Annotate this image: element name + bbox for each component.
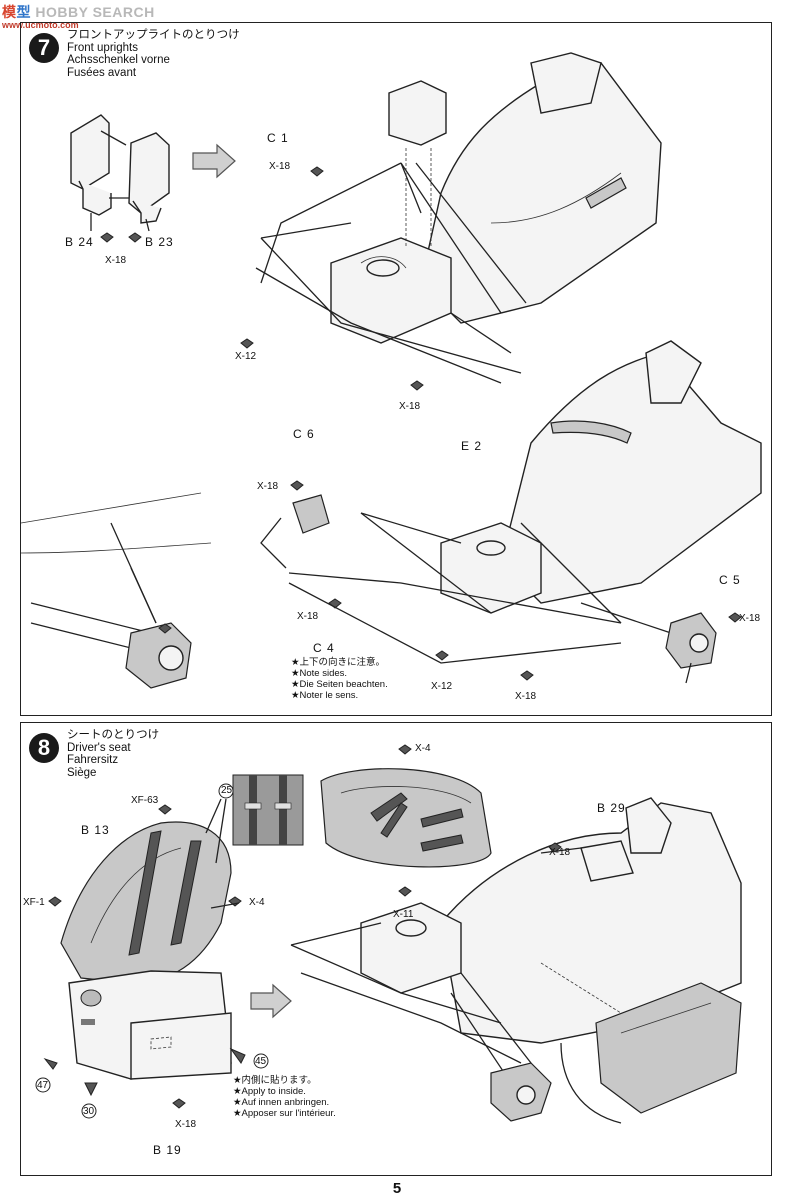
direction-arrow — [250, 983, 292, 1019]
step-8-title-de: Fahrersitz — [67, 754, 119, 766]
watermark-url: www.ucmoto.com — [2, 20, 79, 30]
paint-label-x18: X-18 — [549, 847, 571, 858]
part-label-c4: C 4 — [313, 641, 335, 655]
part-label-c6: C 6 — [293, 427, 315, 441]
paint-label-x11: X-11 — [393, 909, 414, 920]
part-label-x18: X-18 — [399, 401, 421, 412]
part-label-x18: X-18 — [739, 613, 761, 624]
chassis-step8 — [290, 797, 742, 1124]
part-label-x18: X-18 — [515, 691, 537, 702]
step-7-note: ★上下の向きに注意。 ★Note sides. ★Die Seiten beac… — [291, 657, 388, 701]
harness-decal-swatch — [232, 774, 304, 846]
decal-label-45: 45 — [255, 1056, 267, 1067]
step-7-title-en: Front uprights — [67, 41, 138, 54]
decal-marker — [35, 1077, 51, 1093]
step-8-title-fr: Siège — [67, 766, 97, 779]
step-8-number: 8 — [29, 733, 59, 763]
seat-top-view — [320, 744, 492, 897]
step-8-title-en: Driver's seat — [67, 741, 131, 754]
front-chassis-top — [255, 52, 662, 384]
paint-label-x4: X-4 — [415, 743, 431, 754]
paint-label-xf1: XF-1 — [23, 897, 45, 908]
part-label-e2: E 2 — [461, 439, 483, 453]
part-label-c5: C 5 — [719, 573, 741, 587]
part-label-x18: X-18 — [105, 255, 127, 266]
paint-label-xf63: XF-63 — [131, 795, 159, 806]
hex-bolt-icons-step7 — [240, 166, 742, 681]
part-label-c1: C 1 — [267, 131, 289, 145]
paint-label-x18: X-18 — [175, 1119, 197, 1130]
note-line-fr: ★Noter le sens. — [291, 690, 359, 701]
note-line-de: ★Die Seiten beachten. — [291, 679, 388, 690]
decal-marker — [218, 783, 234, 799]
direction-arrow — [192, 143, 236, 179]
step-8-panel: 8 シートのとりつけ Driver's seat Fahrersitz Sièg… — [20, 722, 772, 1176]
step-7-title-de: Achsschenkel vorne — [67, 54, 170, 66]
decal-label-25: 25 — [221, 785, 233, 796]
note-line-de: ★Auf innen anbringen. — [233, 1097, 330, 1108]
part-label-x12: X-12 — [235, 351, 257, 362]
note-line-en: ★Note sides. — [291, 668, 348, 679]
upright-parts-exploded — [70, 114, 170, 243]
decal-marker — [253, 1053, 269, 1069]
paint-label-x4: X-4 — [249, 897, 265, 908]
step-8-titles: シートのとりつけ Driver's seat Fahrersitz Siège — [67, 729, 159, 779]
step-8-illustration — [35, 744, 742, 1124]
part-label-b23: B 23 — [145, 235, 174, 249]
note-line-fr: ★Apposer sur l'intérieur. — [233, 1108, 336, 1119]
part-label-b19: B 19 — [153, 1143, 182, 1157]
step-7-title-jp: フロントアップライトのとりつけ — [67, 29, 240, 41]
part-label-b29: B 29 — [597, 801, 626, 815]
watermark-logo: 模型 HOBBY SEARCH — [2, 4, 155, 20]
step-7-titles: フロントアップライトのとりつけ Front uprights Achsschen… — [67, 29, 240, 79]
part-label-b13: B 13 — [81, 823, 110, 837]
decal-marker — [81, 1103, 97, 1119]
part-label-x18: X-18 — [269, 161, 291, 172]
note-line-jp: ★内側に貼ります。 — [233, 1075, 317, 1086]
step-7-number: 7 — [29, 33, 59, 63]
decal-label-47: 47 — [37, 1080, 49, 1091]
step-8-title-jp: シートのとりつけ — [67, 729, 160, 741]
step-7-illustration — [21, 52, 762, 689]
front-chassis-lower — [260, 340, 762, 684]
part-label-b24: B 24 — [65, 235, 94, 249]
part-label-x18: X-18 — [297, 611, 319, 622]
step-7-panel: 7 フロントアップライトのとりつけ Front uprights Achssch… — [20, 22, 772, 716]
page-number: 5 — [392, 1180, 402, 1197]
upright-closeup — [21, 492, 212, 689]
decal-label-30: 30 — [83, 1106, 95, 1117]
step-8-note: ★内側に貼ります。 ★Apply to inside. ★Auf innen a… — [233, 1075, 336, 1119]
seat-bulkhead-panel — [43, 970, 246, 1109]
step-7-title-fr: Fusées avant — [67, 66, 137, 79]
driver-seat-part — [48, 804, 242, 984]
part-label-x12: X-12 — [431, 681, 453, 692]
part-label-x18: X-18 — [257, 481, 279, 492]
note-line-en: ★Apply to inside. — [233, 1086, 306, 1097]
note-line-jp: ★上下の向きに注意。 — [291, 657, 386, 668]
